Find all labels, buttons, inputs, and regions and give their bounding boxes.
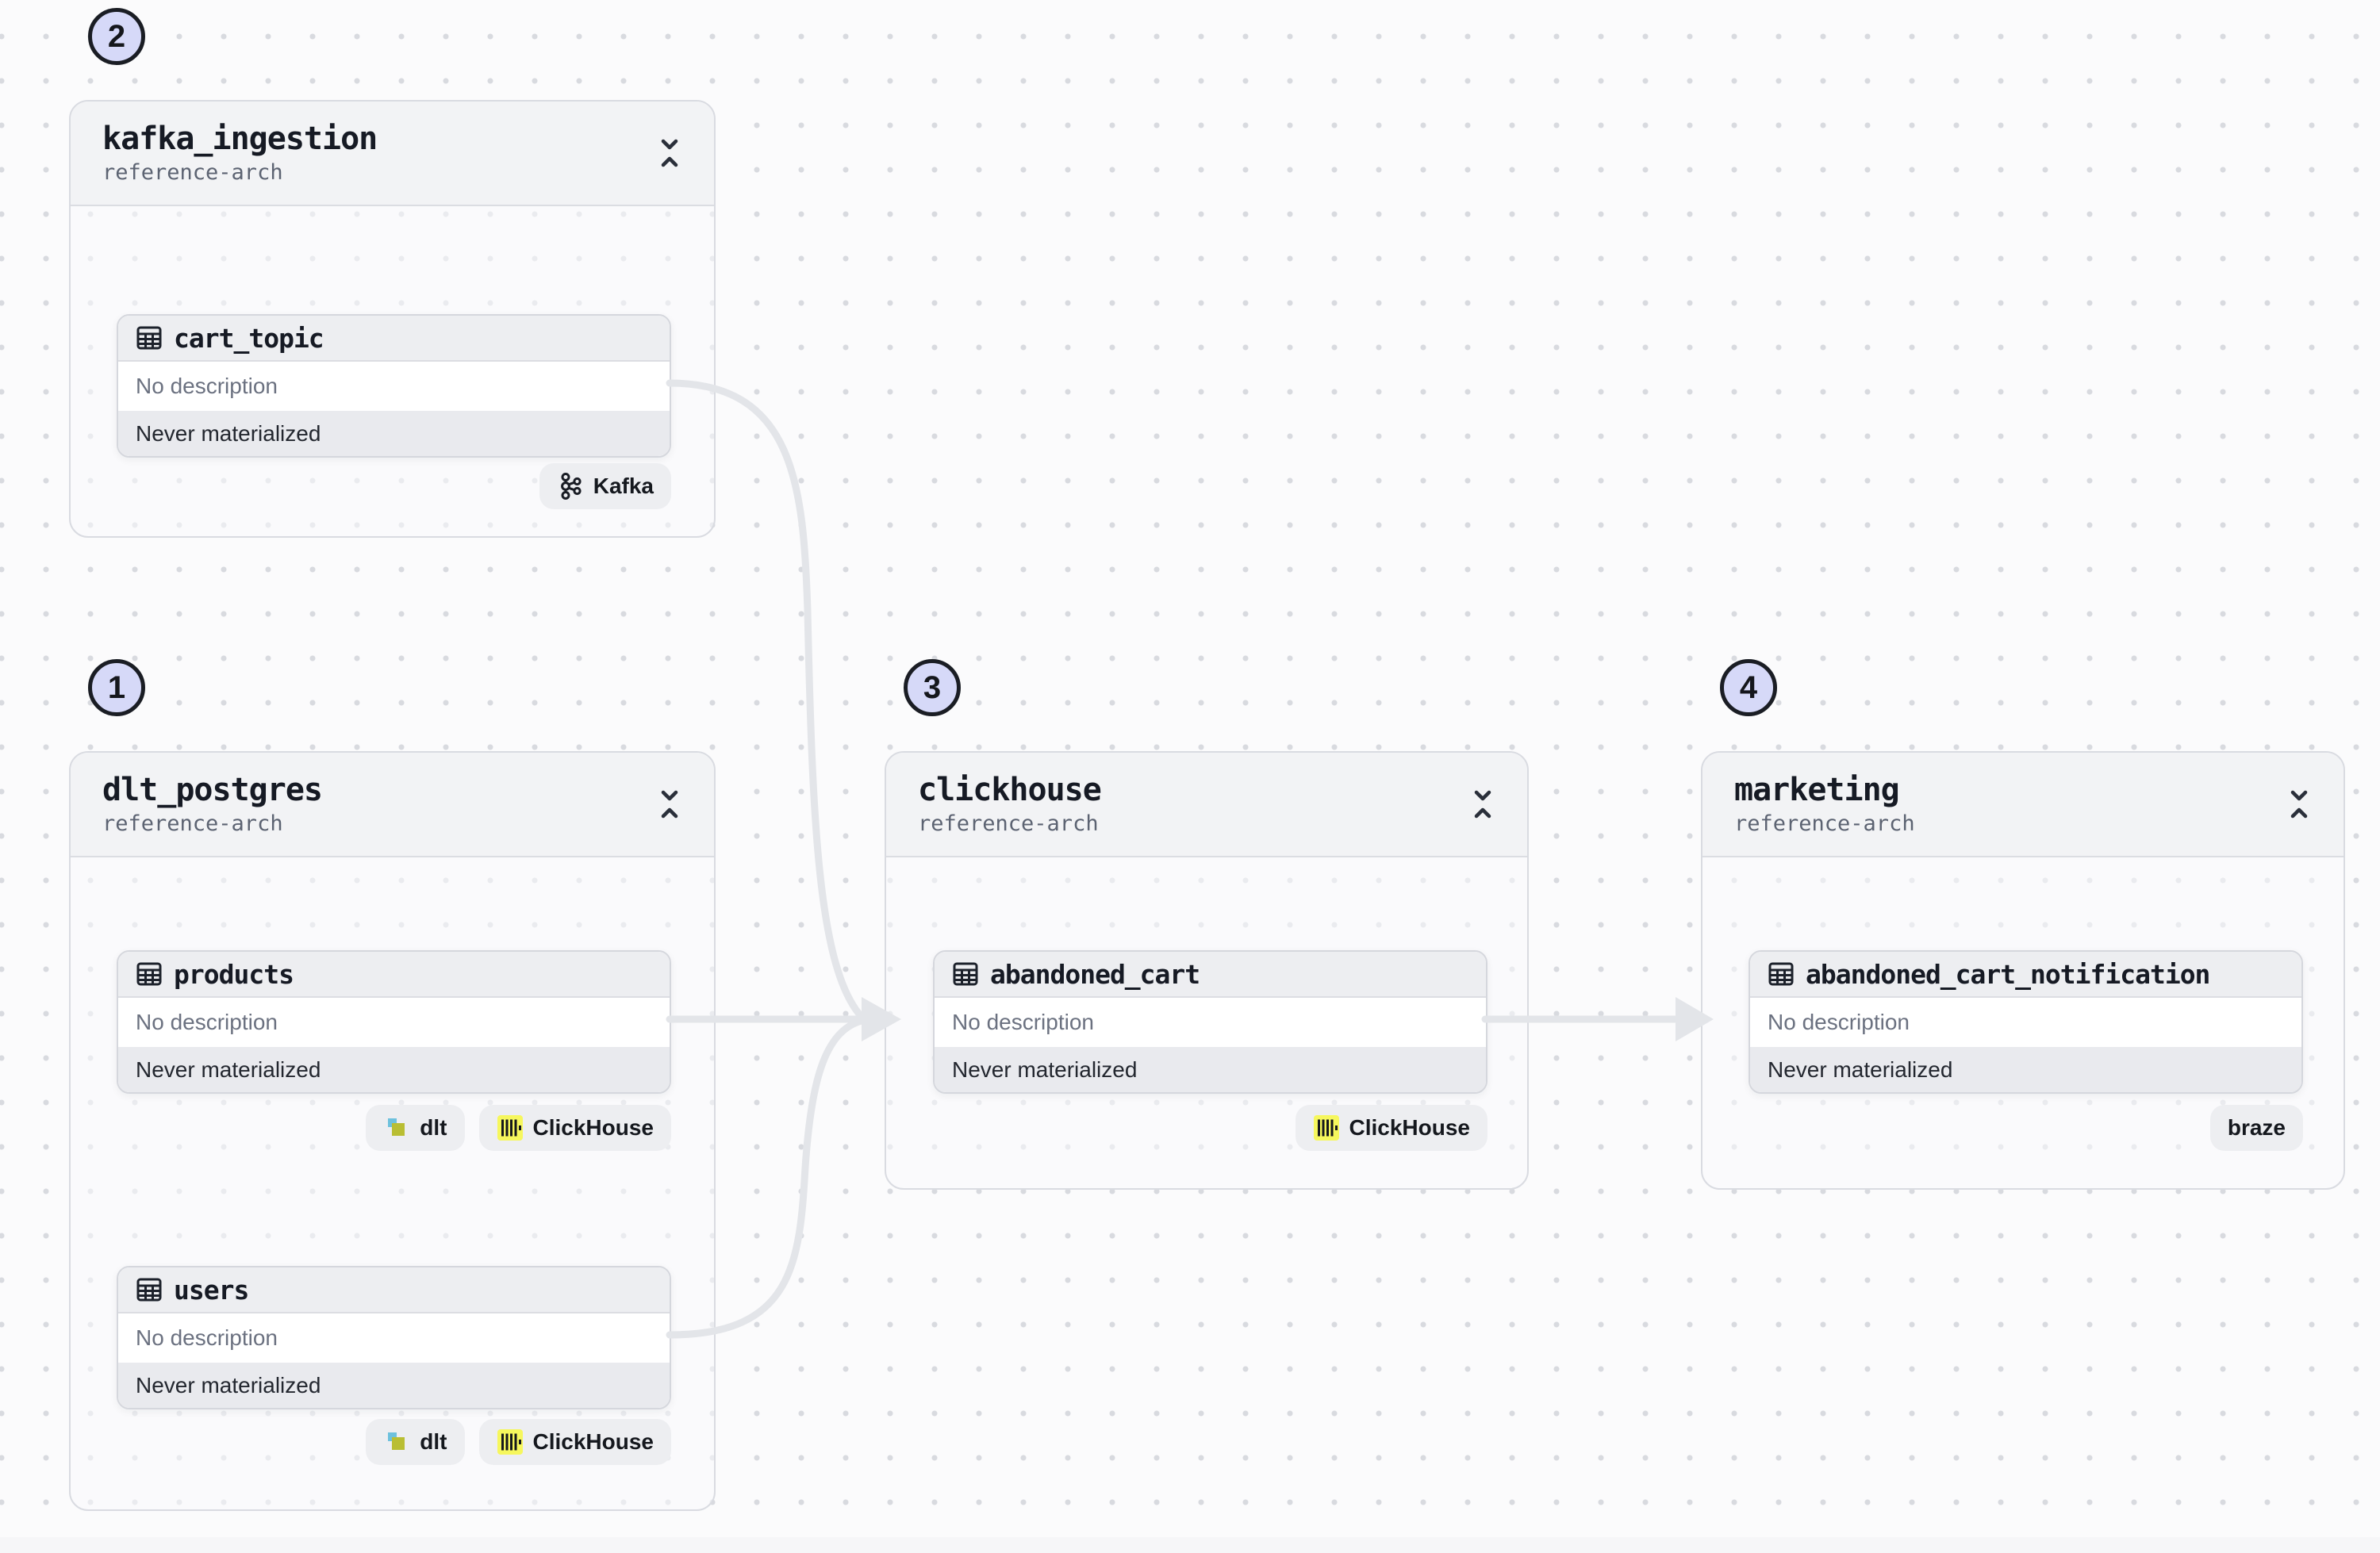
kind-tag-row: braze: [1749, 1105, 2303, 1151]
asset-card-header: users: [118, 1267, 670, 1313]
table-icon: [136, 962, 162, 986]
asset-status: Never materialized: [935, 1047, 1486, 1092]
step-badge-3: 3: [904, 659, 961, 716]
kind-tag-dlt[interactable]: dlt: [366, 1105, 465, 1151]
collapse-button[interactable]: [652, 130, 687, 176]
group-title: marketing: [1734, 772, 1900, 808]
group-subtitle: reference-arch: [1734, 811, 1915, 836]
step-badge-2: 2: [88, 8, 145, 65]
kind-tag-row: dlt ClickHouse: [117, 1419, 671, 1465]
table-icon: [953, 962, 978, 986]
group-subtitle: reference-arch: [918, 811, 1099, 836]
clickhouse-icon: [1313, 1115, 1339, 1141]
kind-tag-dlt[interactable]: dlt: [366, 1419, 465, 1465]
asset-description: No description: [935, 998, 1486, 1047]
asset-description: No description: [118, 362, 670, 411]
collapse-vertical-icon: [1474, 790, 1491, 819]
kind-tag-braze[interactable]: braze: [2209, 1105, 2303, 1151]
asset-status: Never materialized: [118, 1047, 670, 1092]
asset-description: No description: [1750, 998, 2301, 1047]
group-marketing: 4 marketing reference-arch abandoned_car…: [1701, 659, 2345, 1190]
kind-tag-row: dlt ClickHouse: [117, 1105, 671, 1151]
kind-tag-kafka[interactable]: Kafka: [539, 463, 671, 509]
group-header-kafka-ingestion[interactable]: kafka_ingestion reference-arch: [71, 102, 714, 206]
asset-name: cart_topic: [174, 322, 324, 354]
asset-name: users: [174, 1274, 249, 1306]
clickhouse-icon: [497, 1115, 523, 1141]
group-title-block: clickhouse reference-arch: [918, 772, 1102, 837]
collapse-button[interactable]: [1465, 781, 1500, 827]
group-kafka-ingestion: 2 kafka_ingestion reference-arch cart_to…: [69, 8, 716, 538]
kind-tag-label: ClickHouse: [532, 1115, 654, 1140]
group-header-marketing[interactable]: marketing reference-arch: [1702, 753, 2344, 857]
table-icon: [136, 1278, 162, 1302]
group-subtitle: reference-arch: [102, 160, 283, 185]
collapse-vertical-icon: [661, 790, 678, 819]
collapse-vertical-icon: [2290, 790, 2308, 819]
group-subtitle: reference-arch: [102, 811, 283, 836]
group-title-block: marketing reference-arch: [1734, 772, 1915, 837]
kind-tag-label: dlt: [420, 1429, 447, 1454]
step-badge-1: 1: [88, 659, 145, 716]
group-header-clickhouse[interactable]: clickhouse reference-arch: [886, 753, 1527, 857]
collapse-vertical-icon: [661, 139, 678, 167]
asset-description: No description: [118, 1313, 670, 1363]
asset-description: No description: [118, 998, 670, 1047]
asset-card-header: products: [118, 952, 670, 998]
group-title-block: dlt_postgres reference-arch: [102, 772, 323, 837]
kind-tag-label: dlt: [420, 1115, 447, 1140]
group-dlt-postgres: 1 dlt_postgres reference-arch products N…: [69, 659, 716, 1511]
asset-card-products[interactable]: products No description Never materializ…: [117, 950, 671, 1094]
kind-tag-label: ClickHouse: [532, 1429, 654, 1454]
kind-tag-label: braze: [2227, 1115, 2286, 1140]
clickhouse-icon: [497, 1429, 523, 1455]
group-title: kafka_ingestion: [102, 121, 378, 157]
table-icon: [136, 326, 162, 350]
group-title: clickhouse: [918, 772, 1102, 808]
step-badge-4: 4: [1720, 659, 1777, 716]
asset-card-header: abandoned_cart_notification: [1750, 952, 2301, 998]
asset-status: Never materialized: [1750, 1047, 2301, 1092]
kind-tag-clickhouse[interactable]: ClickHouse: [478, 1419, 671, 1465]
collapse-button[interactable]: [2282, 781, 2317, 827]
asset-name: abandoned_cart: [990, 958, 1200, 990]
collapse-button[interactable]: [652, 781, 687, 827]
kind-tag-label: ClickHouse: [1349, 1115, 1471, 1140]
asset-card-cart-topic[interactable]: cart_topic No description Never material…: [117, 314, 671, 458]
kind-tag-row: ClickHouse: [933, 1105, 1488, 1151]
kind-tag-clickhouse[interactable]: ClickHouse: [478, 1105, 671, 1151]
asset-card-abandoned-cart[interactable]: abandoned_cart No description Never mate…: [933, 950, 1488, 1094]
asset-status: Never materialized: [118, 1363, 670, 1408]
table-icon: [1768, 962, 1794, 986]
kind-tag-label: Kafka: [593, 474, 654, 498]
kind-tag-clickhouse[interactable]: ClickHouse: [1295, 1105, 1488, 1151]
asset-status: Never materialized: [118, 411, 670, 456]
asset-name: abandoned_cart_notification: [1806, 958, 2210, 990]
canvas-bottom-band: [0, 1537, 2380, 1553]
kind-tag-row: Kafka: [117, 463, 671, 509]
dlt-icon: [388, 1118, 405, 1136]
asset-card-users[interactable]: users No description Never materialized: [117, 1266, 671, 1409]
asset-card-header: cart_topic: [118, 316, 670, 362]
group-title: dlt_postgres: [102, 772, 323, 808]
group-title-block: kafka_ingestion reference-arch: [102, 121, 378, 186]
asset-name: products: [174, 958, 294, 990]
kafka-icon: [560, 473, 582, 500]
asset-card-abandoned-cart-notification[interactable]: abandoned_cart_notification No descripti…: [1749, 950, 2303, 1094]
asset-card-header: abandoned_cart: [935, 952, 1486, 998]
group-header-dlt-postgres[interactable]: dlt_postgres reference-arch: [71, 753, 714, 857]
dlt-icon: [388, 1432, 405, 1450]
group-clickhouse: 3 clickhouse reference-arch abandoned_ca…: [885, 659, 1529, 1190]
